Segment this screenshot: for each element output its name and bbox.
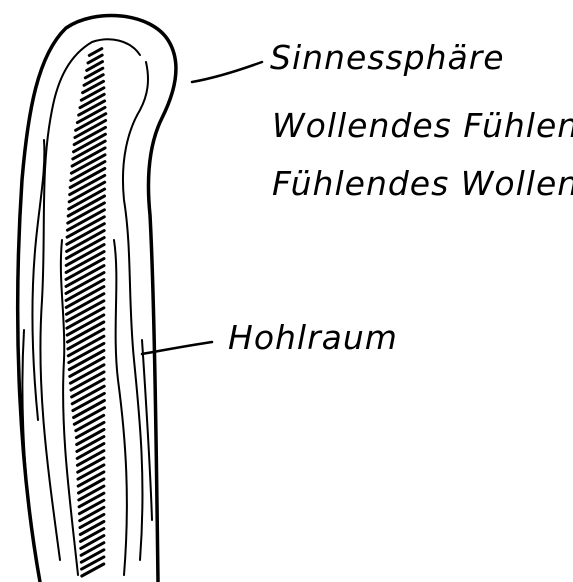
hatch-stroke	[81, 88, 104, 100]
hatch-stroke	[79, 479, 104, 493]
hatch-stroke	[89, 49, 102, 56]
hatch-stroke	[77, 451, 104, 466]
hatch-stroke	[76, 422, 104, 437]
hatch-stroke	[81, 543, 104, 556]
label-wollendes-fuehlen: Wollendes Fühlen	[272, 106, 573, 145]
hatch-stroke	[81, 536, 104, 549]
hatch-stroke	[80, 94, 104, 107]
label-sinnessphaere: Sinnessphäre	[270, 38, 505, 77]
hatch-stroke	[79, 101, 105, 115]
hatch-stroke	[76, 415, 104, 430]
leader-line-sinnessphaere	[192, 62, 262, 82]
hatch-stroke	[77, 437, 104, 452]
hatch-stroke	[77, 430, 104, 445]
hatch-stroke	[79, 486, 104, 500]
label-hohlraum: Hohlraum	[228, 318, 398, 357]
hatch-stroke	[78, 465, 104, 479]
hatch-stroke	[80, 514, 104, 527]
hatch-stroke	[79, 500, 104, 513]
hatch-stroke	[81, 529, 104, 542]
hatch-stroke	[78, 472, 104, 486]
hatch-stroke	[80, 522, 104, 535]
label-fuehlendes-wollen: Fühlendes Wollen	[272, 164, 573, 203]
hatch-stroke	[77, 444, 104, 459]
hatch-stroke	[78, 458, 104, 472]
hatch-stroke	[80, 507, 104, 520]
hatched-cavity	[66, 49, 106, 576]
hatch-stroke	[79, 493, 104, 507]
